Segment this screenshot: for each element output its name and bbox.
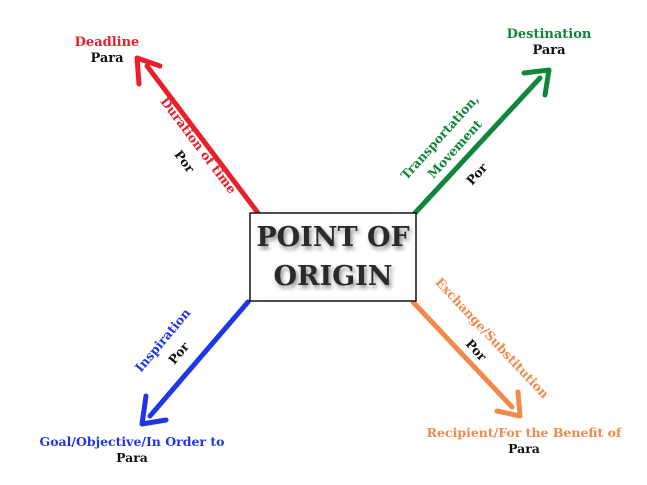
origin-box-frame: [249, 212, 417, 302]
recipient-para-label: Para: [508, 441, 540, 456]
destination-arrow-shaft: [412, 75, 543, 216]
origin-line-1: POINT OF: [256, 222, 409, 253]
recipient-arrow-shaft: [410, 299, 515, 410]
goal-label: Goal/Objective/In Order to: [40, 434, 225, 449]
exchange-substitution-label: Exchange/Substitution: [432, 275, 552, 402]
recipient-label: Recipient/For the Benefit of: [427, 425, 623, 440]
deadline-arrow: [134, 55, 261, 216]
deadline-arrow-shaft: [144, 63, 261, 216]
origin-line-2: ORIGIN: [274, 261, 393, 292]
goal-arrow-shaft: [147, 299, 251, 419]
deadline-para-label: Para: [90, 51, 124, 66]
transportation-por-label: Por: [463, 160, 490, 188]
goal-para-label: Para: [116, 450, 148, 465]
destination-para-label: Para: [532, 43, 566, 58]
origin-box: POINT OF ORIGIN: [249, 212, 417, 302]
duration-of-time-label: Duration of time: [157, 94, 239, 196]
deadline-arrow-head: [134, 55, 163, 87]
goal-arrow-head: [139, 393, 169, 427]
destination-label: Destination: [507, 27, 592, 42]
destination-arrow: [412, 67, 552, 216]
inspiration-label: Inspiration: [132, 305, 194, 374]
deadline-label: Deadline: [75, 35, 140, 50]
goal-arrow: [139, 299, 251, 427]
destination-arrow-head: [521, 67, 552, 98]
recipient-arrow: [410, 299, 523, 419]
recipient-arrow-head: [494, 389, 523, 419]
